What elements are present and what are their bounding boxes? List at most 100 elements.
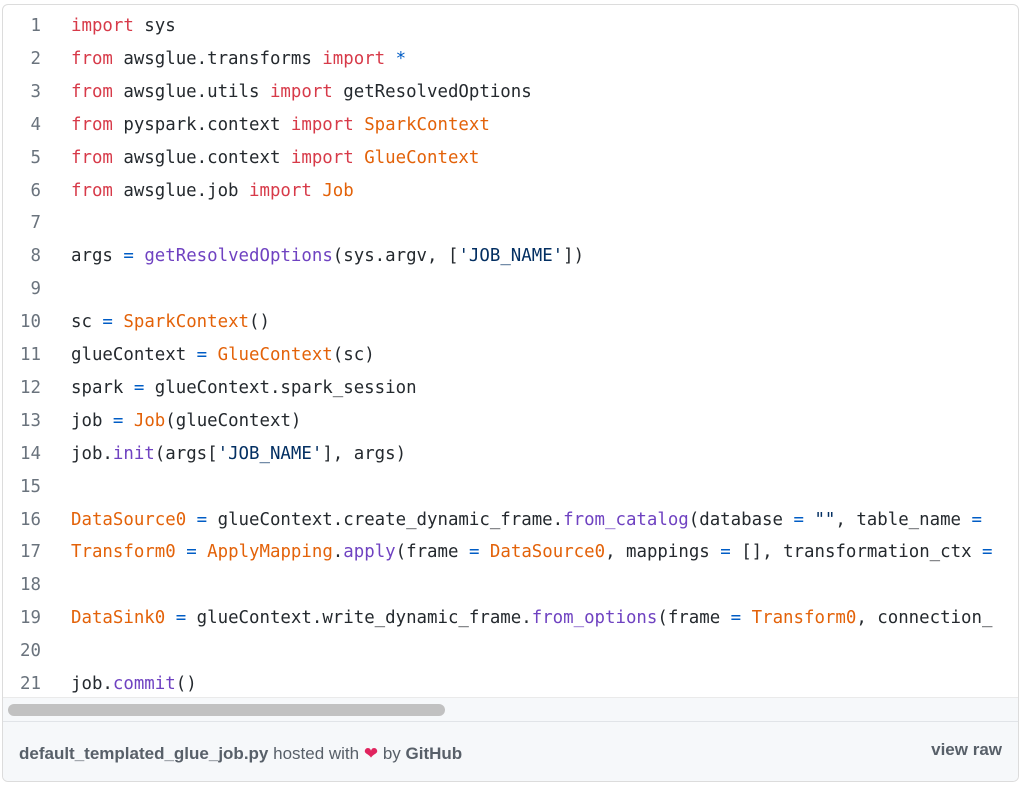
code-line: 9 (3, 273, 1018, 306)
code-token: 'JOB_NAME' (458, 246, 564, 267)
code-token: import (269, 81, 333, 102)
line-number[interactable]: 10 (20, 312, 41, 333)
line-number[interactable]: 9 (30, 279, 41, 300)
code-token: sc (71, 312, 103, 333)
code-text: sc = SparkContext() (71, 306, 270, 339)
code-line: 2 from awsglue.transforms import * (3, 43, 1018, 76)
line-number[interactable]: 4 (30, 114, 41, 135)
code-line: 20 (3, 635, 1018, 668)
code-token (741, 608, 751, 628)
code-token: import (290, 147, 354, 168)
line-number[interactable]: 12 (20, 377, 41, 398)
code-text: from awsglue.utils import getResolvedOpt… (71, 76, 532, 109)
line-number[interactable]: 8 (30, 246, 41, 267)
code-token: (database (688, 509, 794, 530)
code-text: args = getResolvedOptions(sys.argv, ['JO… (71, 240, 584, 273)
line-number[interactable]: 19 (20, 608, 41, 629)
horizontal-scrollbar[interactable] (3, 697, 1018, 722)
code-token: DataSink0 (71, 608, 166, 629)
code-token: = (468, 542, 480, 563)
gist-attribution: default_templated_glue_job.py hosted wit… (19, 744, 462, 764)
code-token (479, 542, 489, 562)
code-token: = (112, 410, 124, 431)
code-token: = (730, 608, 742, 629)
line-number[interactable]: 11 (20, 345, 41, 365)
line-number[interactable]: 13 (20, 410, 41, 431)
code-line: 3 from awsglue.utils import getResolvedOp… (3, 76, 1018, 109)
view-raw-link[interactable]: view raw (931, 740, 1002, 759)
code-token (176, 542, 186, 562)
code-token: GlueContext (364, 147, 480, 168)
line-number[interactable]: 16 (20, 509, 41, 530)
code-token: = (720, 542, 731, 563)
code-token: glueContext (71, 345, 197, 365)
code-token: pyspark.context (112, 114, 291, 135)
code-text: glueContext = GlueContext(sc) (71, 339, 375, 372)
code-token (385, 49, 395, 69)
code-token (312, 181, 322, 201)
gist-filename-link[interactable]: default_templated_glue_job.py (19, 744, 269, 763)
code-token: awsglue.transforms (112, 48, 323, 69)
line-number[interactable]: 21 (20, 674, 41, 694)
code-token: commit (112, 674, 176, 694)
code-token (197, 542, 207, 562)
code-text: Transform0 = ApplyMapping.apply(frame = … (71, 536, 993, 569)
line-number[interactable]: 7 (30, 213, 41, 234)
heart-icon: ❤ (363, 744, 379, 763)
code-token: () (175, 674, 197, 694)
code-token: , mappings (605, 542, 721, 563)
line-number[interactable]: 15 (20, 476, 41, 497)
code-line: 7 (3, 207, 1018, 240)
code-line: 18 (3, 569, 1018, 602)
line-number[interactable]: 3 (30, 81, 41, 102)
hosted-with-text: hosted with (268, 744, 364, 763)
code-token: * (395, 48, 407, 69)
gist-embed: 1 import sys 2 from awsglue.transforms impo… (2, 4, 1019, 782)
code-token: import (249, 180, 312, 201)
code-token: , connection_ (856, 608, 993, 629)
code-token (804, 510, 814, 530)
code-text: from awsglue.transforms import * (71, 43, 406, 76)
code-token: () (249, 312, 270, 333)
code-token: glueContext.create_dynamic_frame. (207, 509, 564, 530)
code-token (134, 246, 144, 266)
code-token: Job (322, 180, 354, 201)
code-token: Transform0 (751, 608, 857, 629)
code-token: = (793, 509, 804, 530)
code-token: import (290, 114, 354, 135)
code-token: glueContext.spark_session (144, 377, 417, 398)
code-token: from (71, 180, 113, 201)
line-number[interactable]: 1 (30, 16, 41, 36)
code-token: glueContext.write_dynamic_frame. (186, 608, 532, 629)
gist-meta-footer: default_templated_glue_job.py hosted wit… (3, 721, 1018, 781)
code-token: = (196, 345, 208, 365)
code-token: = (196, 509, 208, 530)
code-token (354, 148, 364, 168)
code-token: ]) (563, 246, 585, 267)
code-line: 15 (3, 471, 1018, 504)
code-token: Job (133, 410, 166, 431)
code-token: apply (343, 542, 396, 563)
code-text: DataSource0 = glueContext.create_dynamic… (71, 504, 982, 537)
code-line: 12 spark = glueContext.spark_session (3, 372, 1018, 405)
line-number[interactable]: 2 (30, 48, 41, 69)
code-token: awsglue.job (112, 180, 250, 201)
code-token: SparkContext (364, 114, 490, 135)
code-token: SparkContext (123, 312, 250, 333)
line-number[interactable]: 6 (30, 180, 41, 201)
line-number[interactable]: 17 (20, 542, 41, 563)
code-token: awsglue.utils (112, 81, 270, 102)
code-token: (frame (657, 608, 731, 629)
github-link[interactable]: GitHub (405, 744, 463, 763)
code-token: sys (133, 16, 176, 36)
scrollbar-thumb[interactable] (8, 704, 445, 716)
code-line: 17 Transform0 = ApplyMapping.apply(frame … (3, 536, 1018, 569)
code-token: = (133, 377, 145, 398)
line-number[interactable]: 20 (20, 641, 41, 662)
line-number[interactable]: 5 (30, 147, 41, 168)
line-number[interactable]: 18 (20, 575, 41, 596)
line-number[interactable]: 14 (20, 443, 41, 464)
code-token: spark (71, 377, 134, 398)
